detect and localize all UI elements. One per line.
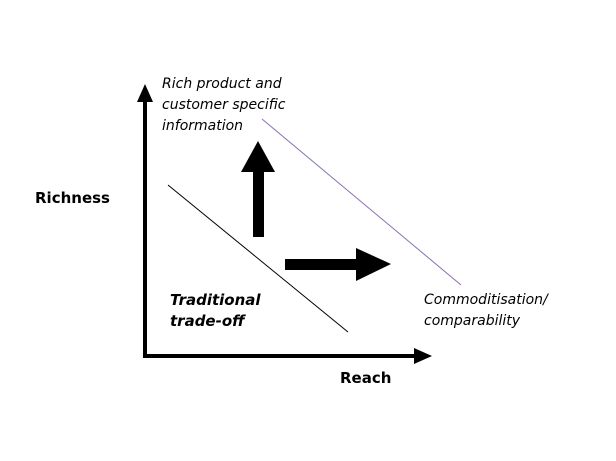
x-axis-label: Reach bbox=[340, 369, 392, 387]
traditional-tradeoff-label: Traditional trade-off bbox=[170, 290, 261, 332]
reach-arrow bbox=[285, 248, 391, 281]
label-line: Commoditisation/ bbox=[424, 292, 548, 308]
new-frontier-line bbox=[261, 118, 462, 286]
label-line: comparability bbox=[424, 313, 521, 329]
traditional-tradeoff-line bbox=[167, 184, 349, 333]
label-line: customer specific bbox=[162, 97, 286, 113]
label-line: trade-off bbox=[170, 312, 245, 330]
x-axis-arrowhead bbox=[414, 348, 432, 364]
label-line: Rich product and bbox=[162, 76, 282, 92]
commoditisation-label: Commoditisation/ comparability bbox=[424, 290, 548, 332]
y-axis-label: Richness bbox=[35, 189, 110, 207]
label-line: information bbox=[162, 118, 244, 134]
y-axis-arrowhead bbox=[137, 84, 153, 102]
rich-info-label: Rich product and customer specific infor… bbox=[162, 74, 286, 137]
richness-arrow bbox=[241, 141, 275, 237]
label-line: Traditional bbox=[170, 291, 261, 309]
